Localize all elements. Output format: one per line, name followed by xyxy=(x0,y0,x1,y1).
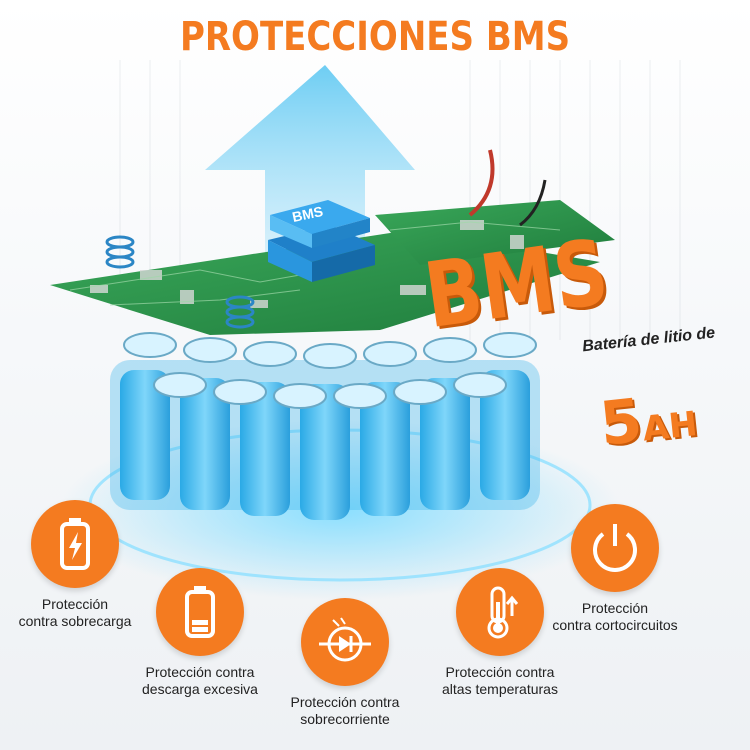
feature-badge xyxy=(301,598,389,686)
capacity-value: 5 xyxy=(596,385,646,460)
feature-badge xyxy=(571,504,659,592)
feature-badge xyxy=(31,500,119,588)
battery-bolt-icon xyxy=(60,518,90,570)
feature-badge xyxy=(156,568,244,656)
capacity-unit: AH xyxy=(640,404,700,450)
battery-capacity: 5AH xyxy=(597,380,700,460)
feature-badge xyxy=(456,568,544,656)
power-icon xyxy=(593,524,637,572)
diode-icon xyxy=(319,617,371,662)
battery-low-icon xyxy=(185,586,215,638)
page-title: PROTECCIONES BMS xyxy=(179,14,571,60)
thermometer-icon xyxy=(487,586,519,639)
